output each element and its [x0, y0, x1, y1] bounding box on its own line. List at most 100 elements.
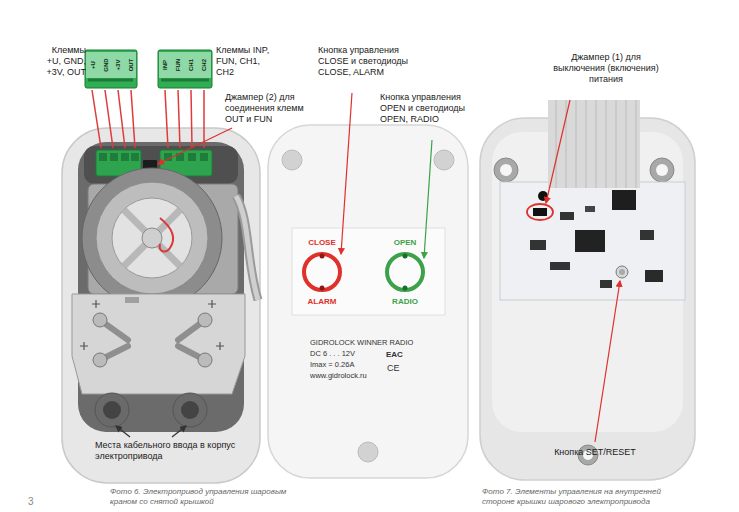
wire-leads	[191, 90, 192, 148]
cover-outside	[434, 150, 454, 170]
motor-unit	[96, 182, 208, 294]
terminal-plug	[158, 50, 212, 88]
circuit-board	[645, 270, 663, 282]
ribbon-cable	[548, 100, 640, 188]
callout-text: Кнопка управления OPEN и светодиоды OPEN…	[380, 92, 478, 124]
pin-slot: FUN	[172, 52, 185, 78]
terminal-plug	[86, 52, 136, 78]
cover-outside	[320, 286, 325, 291]
pin-name: CH1	[188, 59, 194, 71]
mounting-plate	[100, 320, 205, 360]
circuit-board	[640, 230, 654, 240]
photo-caption: Фото 7. Элементы управления на внутренне…	[482, 487, 694, 506]
ribbon-cable	[236, 196, 258, 300]
circuit-board	[550, 262, 570, 270]
pin-slot: OUT	[125, 52, 138, 78]
mounting-plate	[125, 297, 139, 303]
terminal-plug	[85, 50, 212, 88]
circuit-board	[530, 240, 546, 250]
wire-leads	[92, 90, 204, 148]
cable-entry	[95, 393, 129, 427]
cover-outside	[282, 150, 302, 170]
terminal-label: Клеммы +U, GND, +3V, OUT	[38, 45, 86, 77]
leader-line	[546, 100, 570, 203]
cover-outside	[403, 254, 408, 259]
circuit-board	[585, 206, 595, 212]
terminal-socket	[200, 153, 208, 161]
pin-slot: GND	[99, 52, 112, 78]
cover-outside	[304, 254, 340, 290]
terminal-socket	[188, 153, 196, 161]
cover-outside	[320, 254, 325, 259]
terminal-plug	[85, 50, 137, 88]
leader-line	[595, 281, 620, 442]
actuator-housing	[62, 128, 260, 483]
motor-unit	[124, 210, 180, 266]
mounting-plate	[93, 313, 107, 327]
wire-leads	[118, 90, 125, 148]
circuit-board	[500, 182, 685, 300]
callout-text: Кнопка управления CLOSE и светодиоды CLO…	[318, 45, 416, 77]
cover-inside	[500, 164, 512, 176]
circuit-board	[500, 182, 685, 300]
leader-line	[424, 140, 432, 258]
led-label: OPEN	[375, 238, 435, 248]
terminal-plug: +U GND +3V OUT	[85, 50, 137, 88]
leader-line	[172, 426, 186, 437]
circuit-board	[533, 208, 547, 216]
leader-line	[158, 128, 232, 164]
rating-text: Imax = 0.26A	[310, 360, 354, 369]
actuator-housing	[62, 128, 260, 483]
pin-name: OUT	[128, 59, 134, 72]
cover-outside	[292, 228, 445, 315]
pin-name: FUN	[176, 59, 182, 71]
mounting-plate	[198, 353, 212, 367]
page-number: 3	[28, 496, 42, 508]
motor-unit	[112, 198, 192, 278]
motor-unit	[82, 168, 222, 308]
leader-line	[116, 426, 130, 437]
wire-leads	[92, 90, 101, 148]
callout-text: Джампер (1) для выключения (включения) п…	[545, 52, 667, 84]
ribbon-cable	[548, 100, 640, 188]
cover-outside	[403, 286, 408, 291]
motor-unit	[82, 168, 238, 308]
pin-slot: CH2	[198, 52, 211, 78]
cover-outside	[268, 125, 468, 478]
photo-caption: Фото 6. Электропривод управления шаровым…	[110, 487, 288, 506]
motor-unit	[160, 218, 174, 251]
pin-name: GND	[103, 58, 109, 71]
pin-name: CH2	[201, 59, 207, 71]
mounting-plate	[93, 353, 107, 367]
cover-inside	[494, 158, 518, 182]
certification-mark: CE	[387, 363, 400, 374]
circuit-board	[616, 266, 628, 278]
mounting-plate	[80, 300, 224, 350]
ribbon-cable	[236, 196, 258, 300]
terminal-socket	[99, 153, 107, 161]
cover-outside	[358, 442, 378, 462]
leader-line	[116, 93, 620, 442]
wire-leads	[105, 90, 113, 148]
pin-slot: +3V	[112, 52, 125, 78]
circuit-board	[612, 190, 636, 210]
pin-name: +3V	[116, 60, 122, 71]
cable-entry	[181, 401, 199, 419]
rating-text: DC 6 . . . 12V	[310, 349, 355, 358]
website-text: www.gidrolock.ru	[310, 371, 367, 380]
mounting-plate	[198, 313, 212, 327]
pin-name: +U	[90, 61, 96, 69]
led-label: ALARM	[292, 297, 352, 307]
cable-entry	[95, 393, 207, 427]
terminal-plug	[88, 79, 209, 82]
mounting-plate	[72, 294, 245, 394]
cable-entry	[173, 393, 207, 427]
callout-text: Джампер (2) для соединения клемм OUT и F…	[225, 92, 319, 124]
terminal-plug	[159, 52, 211, 78]
cover-outside	[268, 125, 468, 478]
certification-mark: EAC	[386, 350, 403, 360]
model-name: GIDROLOCK WINNER RADIO	[310, 338, 413, 347]
cover-inside	[656, 164, 668, 176]
